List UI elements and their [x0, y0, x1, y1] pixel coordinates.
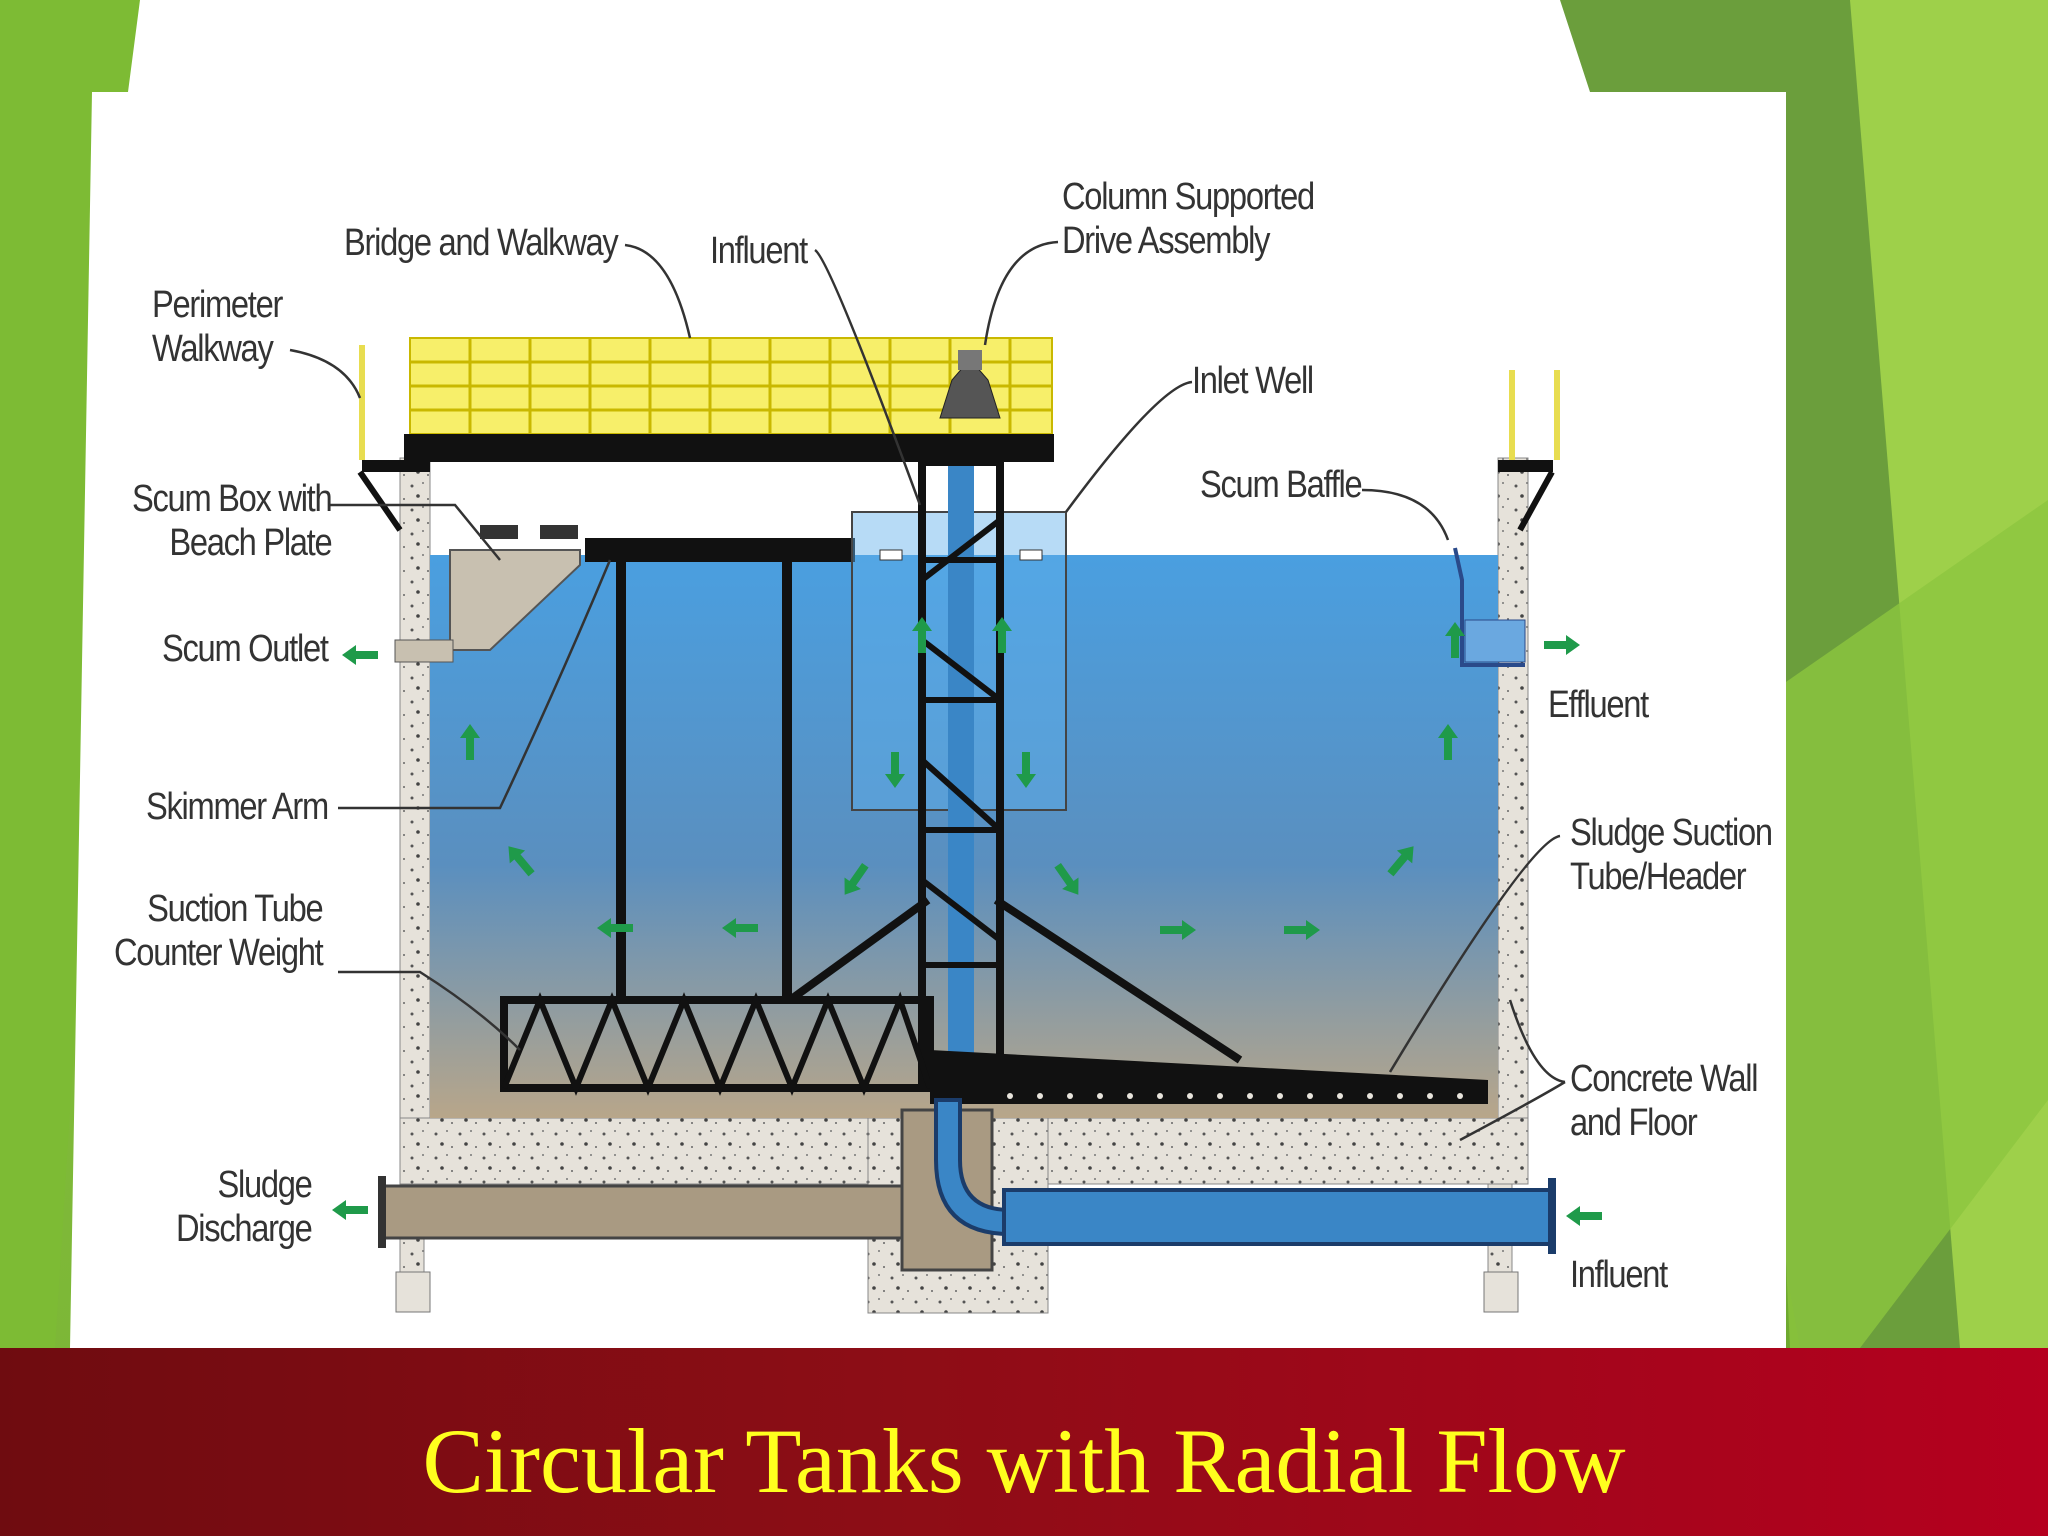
label-column-drive: Column Supported Drive Assembly — [1062, 176, 1315, 262]
label-effluent: Effluent — [1548, 684, 1649, 726]
label-perimeter-walkway: Perimeter Walkway — [152, 284, 283, 370]
label-inlet-well: Inlet Well — [1192, 360, 1314, 402]
label-skimmer-arm: Skimmer Arm — [146, 786, 329, 828]
label-influent-bottom: Influent — [1570, 1254, 1668, 1296]
label-scum-outlet: Scum Outlet — [162, 628, 329, 670]
tank-diagram — [70, 0, 1786, 1348]
label-suction-counter-weight: Suction Tube Counter Weight — [114, 888, 324, 974]
label-scum-box: Scum Box with Beach Plate — [132, 478, 333, 564]
sludge-suction-header — [930, 1050, 1488, 1104]
label-bridge-walkway: Bridge and Walkway — [344, 222, 619, 264]
counter-weight-truss — [500, 991, 934, 1096]
slide-title: Circular Tanks with Radial Flow — [422, 1410, 1626, 1512]
sludge-discharge-pipe — [380, 1184, 904, 1240]
label-concrete-wall: Concrete Wall and Floor — [1570, 1058, 1759, 1144]
label-influent-top: Influent — [710, 230, 808, 272]
label-scum-baffle: Scum Baffle — [1200, 464, 1363, 506]
title-bar — [0, 1348, 2048, 1536]
label-sludge-discharge: Sludge Discharge — [176, 1164, 313, 1250]
label-sludge-suction: Sludge Suction Tube/Header — [1570, 812, 1773, 898]
